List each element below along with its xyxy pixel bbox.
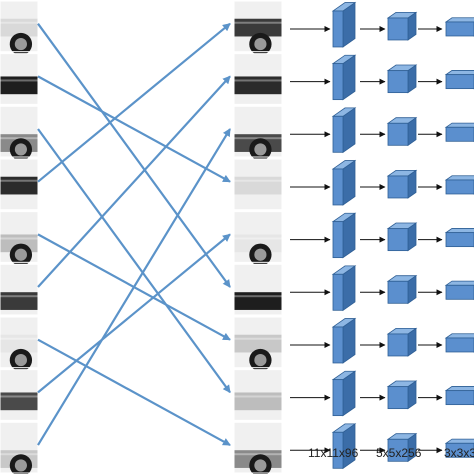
left-patch-5 (0, 211, 39, 266)
conv3-block-6 (444, 280, 474, 301)
right-patch-2 (233, 53, 283, 105)
conv2-block-8 (386, 380, 418, 410)
left-patch-7 (0, 316, 39, 372)
conv3-block-8 (444, 386, 474, 406)
conv3-block-4 (444, 175, 474, 195)
left-patch-1 (0, 0, 39, 56)
right-patch-9 (233, 421, 283, 474)
shuffled-patch-column (233, 0, 283, 474)
conv1-block-4 (331, 159, 357, 206)
conv1-block-8 (331, 370, 357, 417)
shuffle-arrow-7 (37, 338, 231, 446)
right-patch-1 (233, 0, 283, 56)
conv2-block-6 (386, 274, 418, 305)
conv1-dimension-label: 11x11x96 (308, 446, 359, 460)
conv2-block-3 (386, 116, 418, 147)
conv3-block-3 (444, 122, 474, 143)
conv1-block-5 (331, 212, 357, 259)
flow-arrows (290, 25, 443, 454)
shuffle-arrow-9 (37, 128, 231, 446)
shuffle-arrows (37, 22, 231, 446)
left-patch-9 (0, 421, 39, 474)
right-patch-5 (233, 211, 283, 266)
conv3-block-5 (444, 228, 474, 248)
right-patch-8 (233, 369, 283, 421)
shuffle-arrow-1 (37, 23, 231, 288)
conv1-block-2 (331, 54, 357, 101)
left-patch-8 (0, 369, 39, 421)
conv1-block-3 (331, 107, 357, 154)
left-patch-2 (0, 53, 39, 105)
conv1-block-7 (331, 317, 357, 364)
shuffle-arrow-6 (37, 75, 231, 288)
original-patch-column (0, 0, 39, 474)
shuffle-arrow-3 (37, 128, 231, 394)
conv2-block-1 (386, 11, 418, 41)
shuffle-arrow-8 (37, 233, 231, 394)
conv1-block-9 (331, 423, 357, 470)
conv3-block-9 (444, 438, 474, 459)
shuffle-arrow-4 (37, 22, 231, 183)
conv2-dimension-label: 5x5x256 (376, 446, 422, 460)
conv3-dimension-label: 3x3x3 (444, 446, 474, 460)
conv3-block-1 (444, 17, 474, 37)
conv2-block-7 (386, 327, 418, 357)
left-patch-6 (0, 263, 39, 316)
left-patch-3 (0, 105, 39, 161)
right-patch-6 (233, 263, 283, 316)
shuffle-arrow-2 (37, 75, 231, 183)
conv1-block-6 (331, 265, 357, 312)
conv3-block-2 (444, 70, 474, 90)
conv2-block-2 (386, 64, 418, 94)
conv1-block-1 (331, 1, 357, 48)
conv2-block-9 (386, 432, 418, 463)
right-patch-4 (233, 158, 283, 211)
right-patch-3 (233, 105, 283, 161)
conv-block-grid (331, 1, 474, 470)
right-patch-7 (233, 316, 283, 372)
conv3-block-7 (444, 333, 474, 353)
conv2-block-5 (386, 222, 418, 252)
conv2-block-4 (386, 169, 418, 199)
left-patch-4 (0, 158, 39, 211)
